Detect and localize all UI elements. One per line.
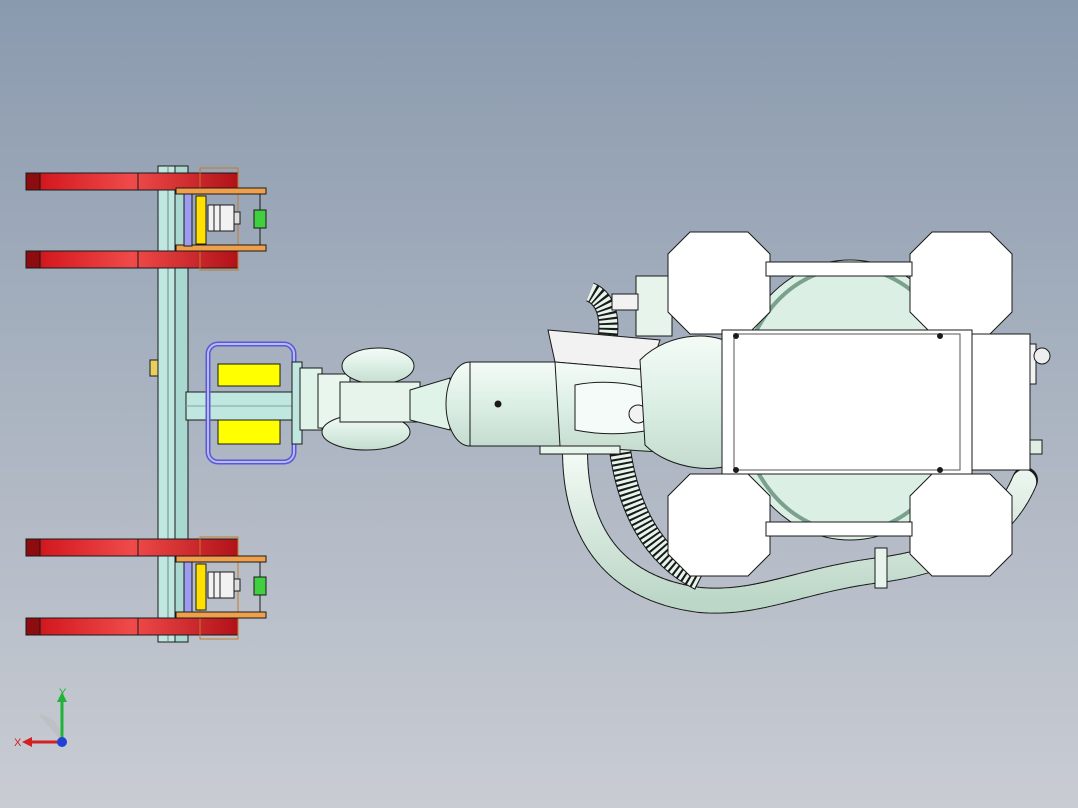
- y-axis-label: Y: [59, 687, 67, 699]
- gripper-clamp-upper: [175, 167, 267, 271]
- fork-arm: [25, 538, 239, 557]
- counterweight-plate: [909, 231, 1013, 335]
- gripper-frame: [149, 165, 307, 643]
- gripper-center-pad: [205, 341, 303, 465]
- counterweight-plate: [667, 231, 771, 335]
- counterweight-plate: [667, 473, 771, 577]
- gripper-fork-arms: [25, 172, 239, 636]
- robot-base: [667, 231, 1051, 577]
- robot-forearm: [299, 329, 661, 455]
- axis-triad: X Y: [10, 684, 80, 754]
- x-axis-label: X: [14, 737, 22, 749]
- fork-arm: [25, 172, 239, 191]
- counterweight-plate: [909, 473, 1013, 577]
- gripper-clamp-lower: [175, 536, 267, 640]
- fork-arm: [25, 250, 239, 269]
- robot-upper-arm: [611, 275, 741, 469]
- fork-arm: [25, 617, 239, 636]
